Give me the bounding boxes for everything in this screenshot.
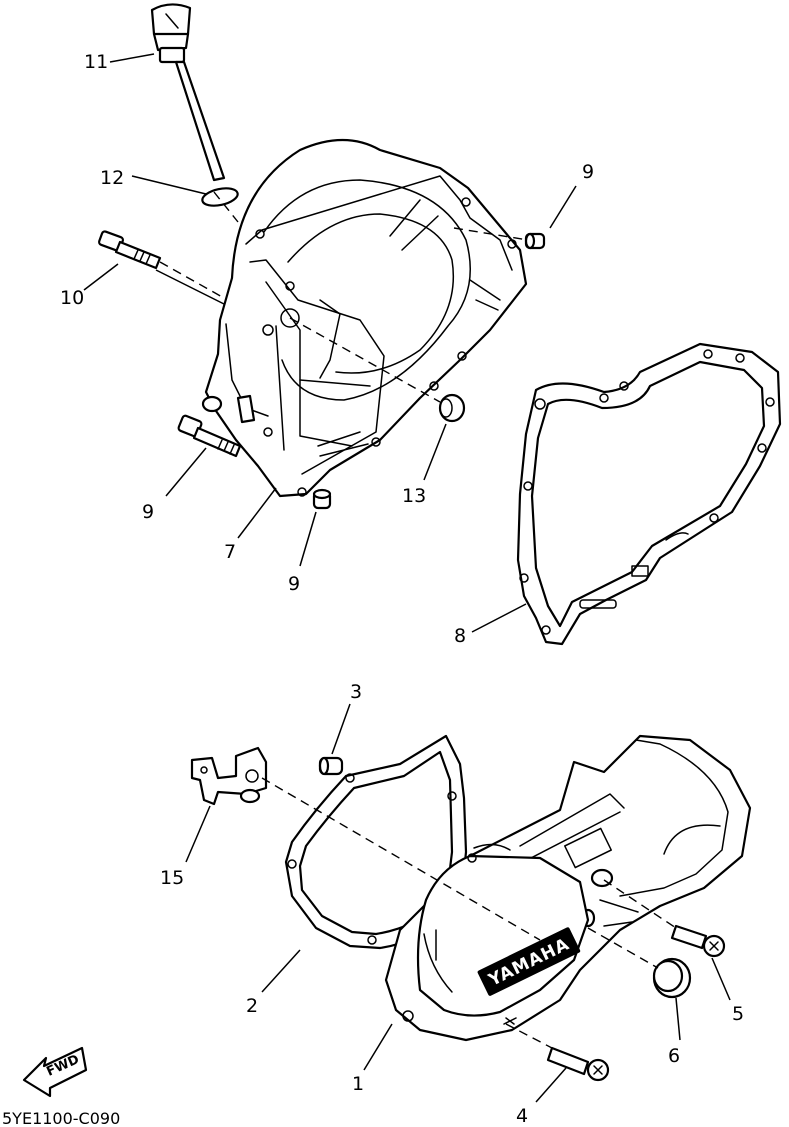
callout-2: 2: [246, 995, 258, 1017]
part-6-cap-plug: [652, 957, 692, 999]
callout-6: 6: [668, 1045, 680, 1067]
part-9-dowel-pin-lower: [312, 488, 332, 510]
part-3-dowel-pin: [318, 756, 344, 776]
callout-12: 11: [84, 51, 108, 73]
callout-8: 8: [454, 625, 466, 647]
callout-3: 3: [350, 681, 362, 703]
part-13-o-ring: [201, 187, 239, 207]
part-9-dowel-pin-upper: [524, 232, 546, 250]
part-8-gasket: [516, 342, 782, 646]
callout-11: 10: [60, 287, 84, 309]
part-4-screw: [546, 1046, 610, 1082]
fwd-direction-arrow: FWD: [22, 1046, 88, 1098]
part-2-gasket: [284, 734, 468, 950]
part-1-crankcase-cover: YAMAHA: [384, 734, 752, 1042]
alignment-lines: [159, 191, 677, 1049]
part-15-bracket: [190, 746, 268, 806]
part-11-bolt: [98, 230, 162, 270]
callout-10: 9: [142, 501, 154, 523]
part-10-bolt: [177, 414, 242, 458]
part-5-screw: [670, 924, 726, 958]
drawing-code: 5YE1100-C090: [2, 1109, 120, 1127]
callout-1: 1: [352, 1073, 364, 1095]
callout-9-upper: 9: [582, 161, 594, 183]
callout-14: 13: [402, 485, 426, 507]
leader-lines: [83, 53, 731, 1103]
callout-13: 12: [100, 167, 124, 189]
callout-7: 7: [224, 541, 236, 563]
callout-5: 5: [732, 1003, 744, 1025]
callout-9-lower: 9: [288, 573, 300, 595]
part-14-oil-seal: [438, 393, 466, 423]
callout-numbers: 11 12 10 9 13 9 7 9 8 3 15 2 1 4 5 6: [60, 51, 744, 1127]
part-12-dipstick: [150, 3, 226, 182]
callout-15: 15: [160, 867, 184, 889]
callout-4: 4: [516, 1105, 528, 1127]
part-7-crankcase-cover: [201, 138, 528, 498]
